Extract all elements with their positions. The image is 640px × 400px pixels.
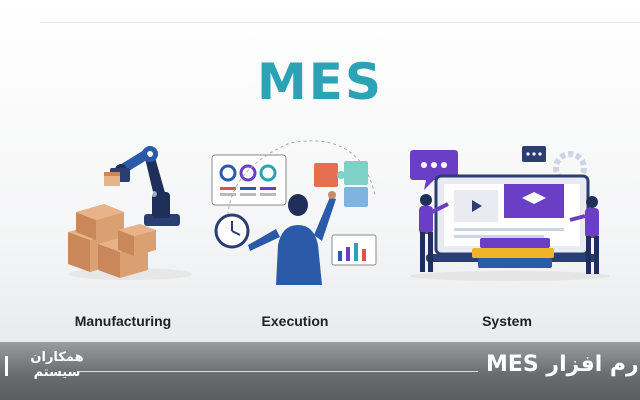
footer-title: رم افزار MES xyxy=(486,352,639,377)
logo-line-1: همکاران xyxy=(30,350,84,365)
people-laptop-learning-icon xyxy=(410,146,610,281)
caption-system: System xyxy=(482,313,532,329)
box-stack xyxy=(68,204,156,278)
logo-line-2: سیستم xyxy=(33,365,81,380)
page-title: MES xyxy=(257,53,383,111)
top-divider xyxy=(40,22,640,23)
person-dashboard-puzzle-icon xyxy=(211,140,377,285)
brand-logo: همکاران سیستم xyxy=(22,350,92,380)
footer-divider xyxy=(78,371,478,372)
robot-arm xyxy=(104,146,180,226)
caption-execution: Execution xyxy=(261,313,329,329)
robot-arm-boxes-icon xyxy=(68,146,192,280)
logo-mark-icon xyxy=(5,356,8,376)
caption-manufacturing: Manufacturing xyxy=(74,313,172,329)
